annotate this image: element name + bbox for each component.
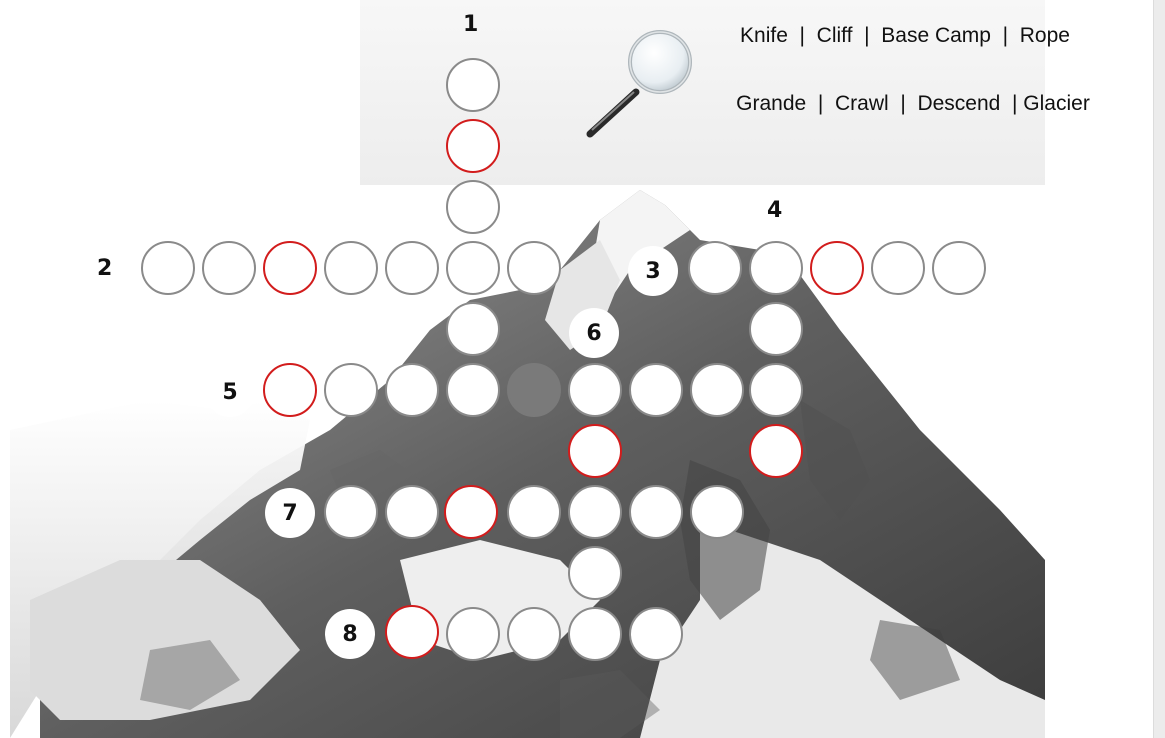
vertical-scrollbar[interactable] [1153,0,1165,738]
cell-2-4[interactable] [324,241,378,295]
cell-3-4[interactable] [871,241,925,295]
clue-number-2: 2 [97,256,113,281]
cell-2-1[interactable] [141,241,195,295]
cell-6-5[interactable] [568,607,622,661]
word-bank-row-1: Knife | Cliff | Base Camp | Rope [740,24,1070,47]
cell-5-3[interactable] [385,363,439,417]
cell-1-3[interactable] [446,180,500,234]
clue-number-5: 5 [205,367,255,417]
clue-number-1: 1 [463,12,479,37]
word-bank-row-2: Grande | Crawl | Descend | Glacier [736,92,1090,115]
cell-8-5[interactable] [629,607,683,661]
cell-4-3[interactable] [749,363,803,417]
clue-number-4: 4 [767,198,783,223]
cell-2-3[interactable] [263,241,317,295]
cell-1-2[interactable] [446,119,500,173]
cell-5-6[interactable] [568,363,622,417]
clue-number-3: 3 [628,246,678,296]
cell-5-7[interactable] [629,363,683,417]
clue-number-8: 8 [325,609,375,659]
cell-3-3[interactable] [810,241,864,295]
clue-number-6: 6 [569,308,619,358]
cell-7-3[interactable] [444,485,498,539]
cell-2-7[interactable] [507,241,561,295]
cell-4-2[interactable] [749,302,803,356]
magnifying-glass-icon [586,30,692,138]
cell-3-5[interactable] [932,241,986,295]
cell-3-2[interactable] [749,241,803,295]
cell-8-1[interactable] [385,605,439,659]
cell-7-2[interactable] [385,485,439,539]
cell-2-5[interactable] [385,241,439,295]
cell-7-4[interactable] [507,485,561,539]
cell-7-1[interactable] [324,485,378,539]
cell-6-3[interactable] [568,485,622,539]
cell-1-1[interactable] [446,58,500,112]
cell-8-3[interactable] [507,607,561,661]
cell-1-4[interactable] [446,241,500,295]
cell-1-6[interactable] [446,363,500,417]
cell-2-2[interactable] [202,241,256,295]
cell-5-2[interactable] [324,363,378,417]
cell-6-4[interactable] [568,546,622,600]
cell-3-1[interactable] [688,241,742,295]
cell-1-5[interactable] [446,302,500,356]
cell-7-7[interactable] [690,485,744,539]
cell-8-2[interactable] [446,607,500,661]
cell-6-2[interactable] [568,424,622,478]
cell-5-5-shaded [507,363,561,417]
cell-4-4[interactable] [749,424,803,478]
cell-7-6[interactable] [629,485,683,539]
cell-5-8[interactable] [690,363,744,417]
clue-number-7: 7 [265,488,315,538]
cell-5-1[interactable] [263,363,317,417]
